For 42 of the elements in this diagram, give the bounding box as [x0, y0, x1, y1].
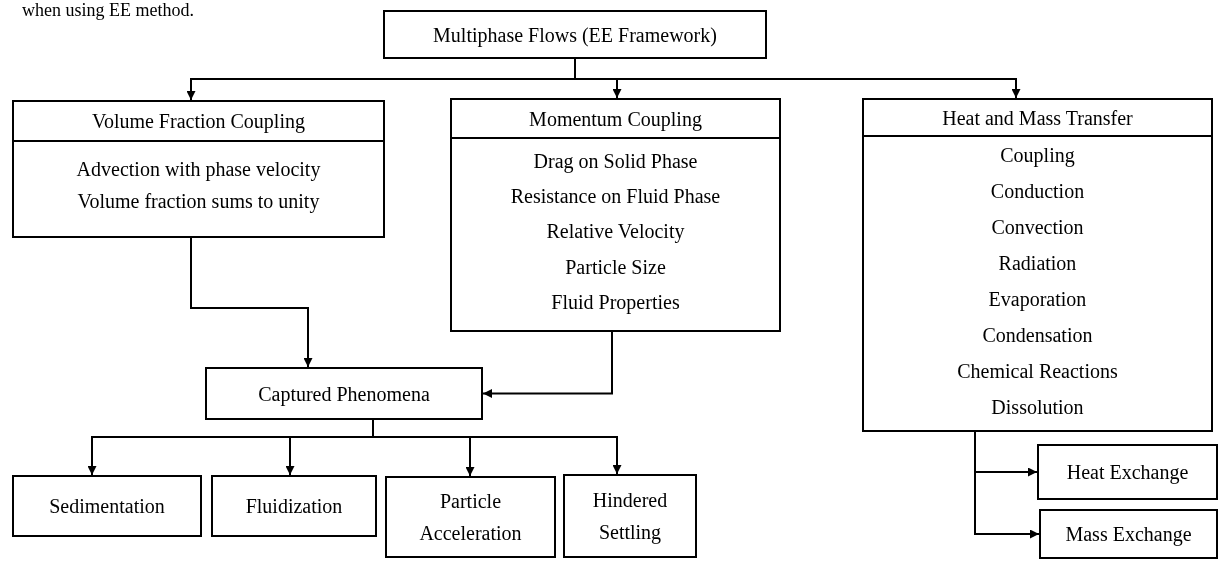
box-text: Chemical Reactions — [957, 359, 1118, 384]
box-text: Volume fraction sums to unity — [76, 189, 321, 215]
box-text: Particle Acceleration — [418, 489, 523, 546]
box-text: Sedimentation — [49, 494, 165, 518]
arrow — [372, 419, 622, 475]
process-box — [211, 475, 377, 537]
box-text: Convection — [990, 215, 1085, 240]
box-text: Conduction — [989, 179, 1086, 204]
process-box — [205, 367, 483, 420]
box-text: Advection with phase velocity — [76, 157, 321, 183]
box-text: Multiphase Flows (EE Framework) — [433, 22, 717, 47]
arrow — [190, 237, 313, 368]
box-text: Drag on Solid Phase — [532, 149, 699, 175]
process-box — [12, 100, 385, 238]
process-box — [563, 474, 697, 558]
process-box — [12, 475, 202, 537]
box-heading: Volume Fraction Coupling — [92, 109, 305, 133]
box-text: Fluid Properties — [550, 289, 681, 316]
box-text: Fluidization — [245, 494, 343, 518]
box-text: Particle Size — [564, 254, 667, 280]
box-text: Heat Exchange — [1066, 460, 1189, 484]
box-text: Relative Velocity — [545, 219, 686, 245]
box-text: Resistance on Fluid Phase — [510, 184, 721, 210]
process-box — [385, 476, 556, 558]
arrow — [974, 431, 1040, 539]
box-text: Dissolution — [990, 395, 1085, 420]
box-text: Captured Phenomena — [258, 381, 430, 406]
process-box — [1039, 509, 1218, 559]
box-text: Coupling — [999, 143, 1076, 169]
box-heading: Momentum Coupling — [529, 106, 702, 131]
process-box — [450, 98, 781, 332]
arrow — [482, 331, 613, 398]
caption-text: when using EE method. — [22, 0, 194, 20]
process-box — [1037, 444, 1218, 500]
box-text: Evaporation — [987, 287, 1088, 313]
box-text: Condensation — [981, 323, 1094, 348]
box-text: Hindered Settling — [591, 488, 669, 546]
process-box — [862, 98, 1213, 432]
box-text: Mass Exchange — [1065, 522, 1192, 546]
box-heading: Heat and Mass Transfer — [942, 105, 1133, 130]
process-box — [383, 10, 767, 59]
box-text: Radiation — [997, 251, 1078, 276]
